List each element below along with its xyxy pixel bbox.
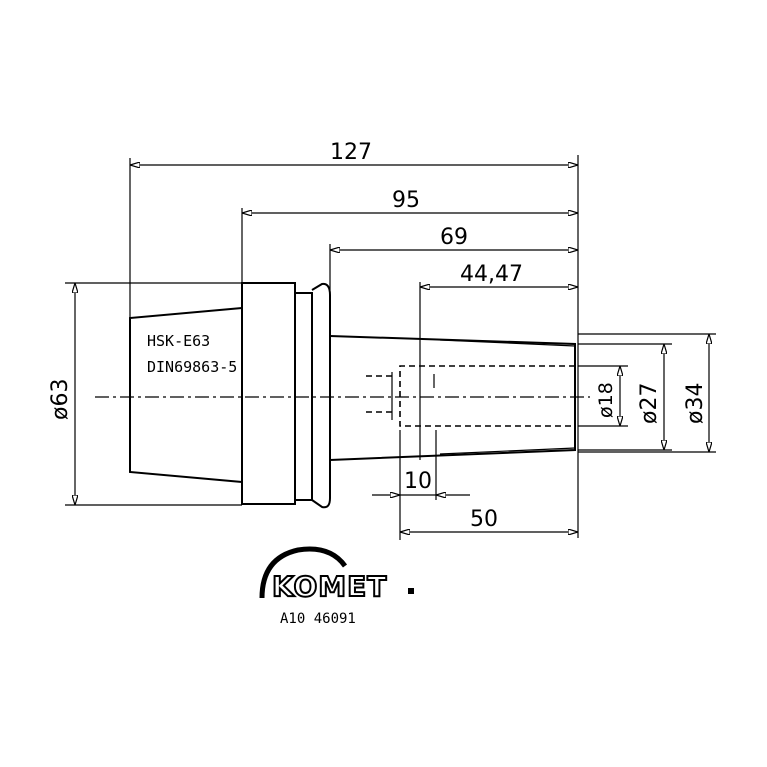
interface-label: HSK-E63 [147, 332, 210, 350]
logo-arc [259, 546, 348, 599]
dim-127: 127 [330, 140, 372, 165]
logo-text: KOMET [272, 570, 387, 603]
dim-44-47: 44,47 [460, 262, 523, 287]
komet-logo: KOMET [259, 546, 414, 604]
dim-69: 69 [440, 225, 468, 250]
dim-50: 50 [470, 507, 498, 532]
dim-10: 10 [404, 469, 432, 494]
dimension-lines [75, 165, 709, 532]
dim-dia27: ø27 [637, 383, 662, 424]
tool-body [129, 282, 576, 509]
dim-95: 95 [392, 188, 420, 213]
dim-dia63: ø63 [48, 379, 73, 420]
dim-dia18: ø18 [595, 382, 617, 418]
hidden-bore [366, 365, 575, 427]
dim-dia34: ø34 [683, 383, 708, 424]
part-number: A10 46091 [280, 611, 356, 627]
standard-label: DIN69863-5 [147, 358, 237, 376]
